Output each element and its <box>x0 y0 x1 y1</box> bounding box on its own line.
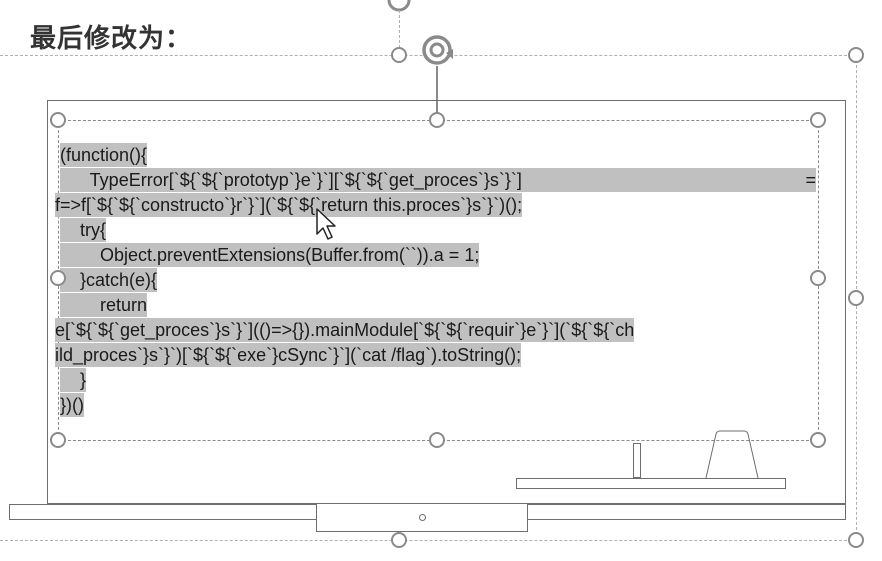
code-line-text: })() <box>60 393 84 417</box>
mouse-pointer-icon <box>316 208 336 240</box>
code-line-text: }catch(e){ <box>60 268 158 292</box>
outer-rotate-stem <box>399 10 400 48</box>
code-line-text: return <box>60 293 148 317</box>
textbox-resize-handle-top-left[interactable] <box>50 112 66 128</box>
code-line: try{ <box>60 218 816 243</box>
code-line-tail: = <box>660 168 816 192</box>
outer-selection-bottom-border <box>0 540 857 541</box>
outer-resize-handle-right[interactable] <box>848 290 864 306</box>
code-line-text: try{ <box>60 218 107 242</box>
rotate-handle-icon[interactable] <box>420 33 456 69</box>
textbox-resize-handle-top[interactable] <box>429 112 445 128</box>
textbox-resize-handle-top-right[interactable] <box>810 112 826 128</box>
code-line: e[`${`${`get_proces`}s`}`](()=>{}).mainM… <box>55 318 816 343</box>
code-line-text: e[`${`${`get_proces`}s`}`](()=>{}).mainM… <box>55 318 635 342</box>
code-line: })() <box>60 393 816 418</box>
code-line-text: } <box>60 368 87 392</box>
slide-heading: 最后修改为： <box>30 24 193 54</box>
code-line: ild_proces`}s`}`)[`${`${`exe`}cSync`}`](… <box>55 343 816 368</box>
outer-resize-handle-bottom-right[interactable] <box>848 532 864 548</box>
code-line: TypeError[`${`${`prototyp`}e`}`][`${`${`… <box>60 168 816 193</box>
power-dot <box>419 514 426 521</box>
code-line: Object.preventExtensions(Buffer.from(``)… <box>60 243 816 268</box>
code-line: return <box>60 293 816 318</box>
outer-resize-handle-bottom[interactable] <box>391 532 407 548</box>
code-line-text: (function(){ <box>60 143 148 167</box>
textbox-resize-handle-bottom-right[interactable] <box>810 432 826 448</box>
code-line: (function(){ <box>60 143 816 168</box>
post-shape <box>633 443 641 478</box>
textbox-resize-handle-right[interactable] <box>810 270 826 286</box>
code-line: f=>f[`${`${`constructo`}r`}`](`${`${`ret… <box>55 193 816 218</box>
code-text-box[interactable]: (function(){ TypeError[`${`${`prototyp`}… <box>55 143 816 418</box>
textbox-resize-handle-bottom[interactable] <box>429 432 445 448</box>
code-line-text: f=>f[`${`${`constructo`}r`}`](`${`${`ret… <box>55 193 523 217</box>
code-line: } <box>60 368 816 393</box>
textbox-resize-handle-left[interactable] <box>50 270 66 286</box>
code-line: }catch(e){ <box>60 268 816 293</box>
code-line-text: ild_proces`}s`}`)[`${`${`exe`}cSync`}`](… <box>55 343 522 367</box>
textbox-resize-handle-bottom-left[interactable] <box>50 432 66 448</box>
code-line-text: TypeError[`${`${`prototyp`}e`}`][`${`${`… <box>60 168 660 192</box>
outer-resize-handle-top[interactable] <box>391 47 407 63</box>
cup-shape <box>705 430 759 479</box>
shelf-shape <box>516 478 786 489</box>
rotate-stem <box>436 66 438 118</box>
monitor-outline <box>47 100 846 504</box>
outer-resize-handle-top-right[interactable] <box>848 47 864 63</box>
code-line-text: Object.preventExtensions(Buffer.from(``)… <box>60 243 480 267</box>
